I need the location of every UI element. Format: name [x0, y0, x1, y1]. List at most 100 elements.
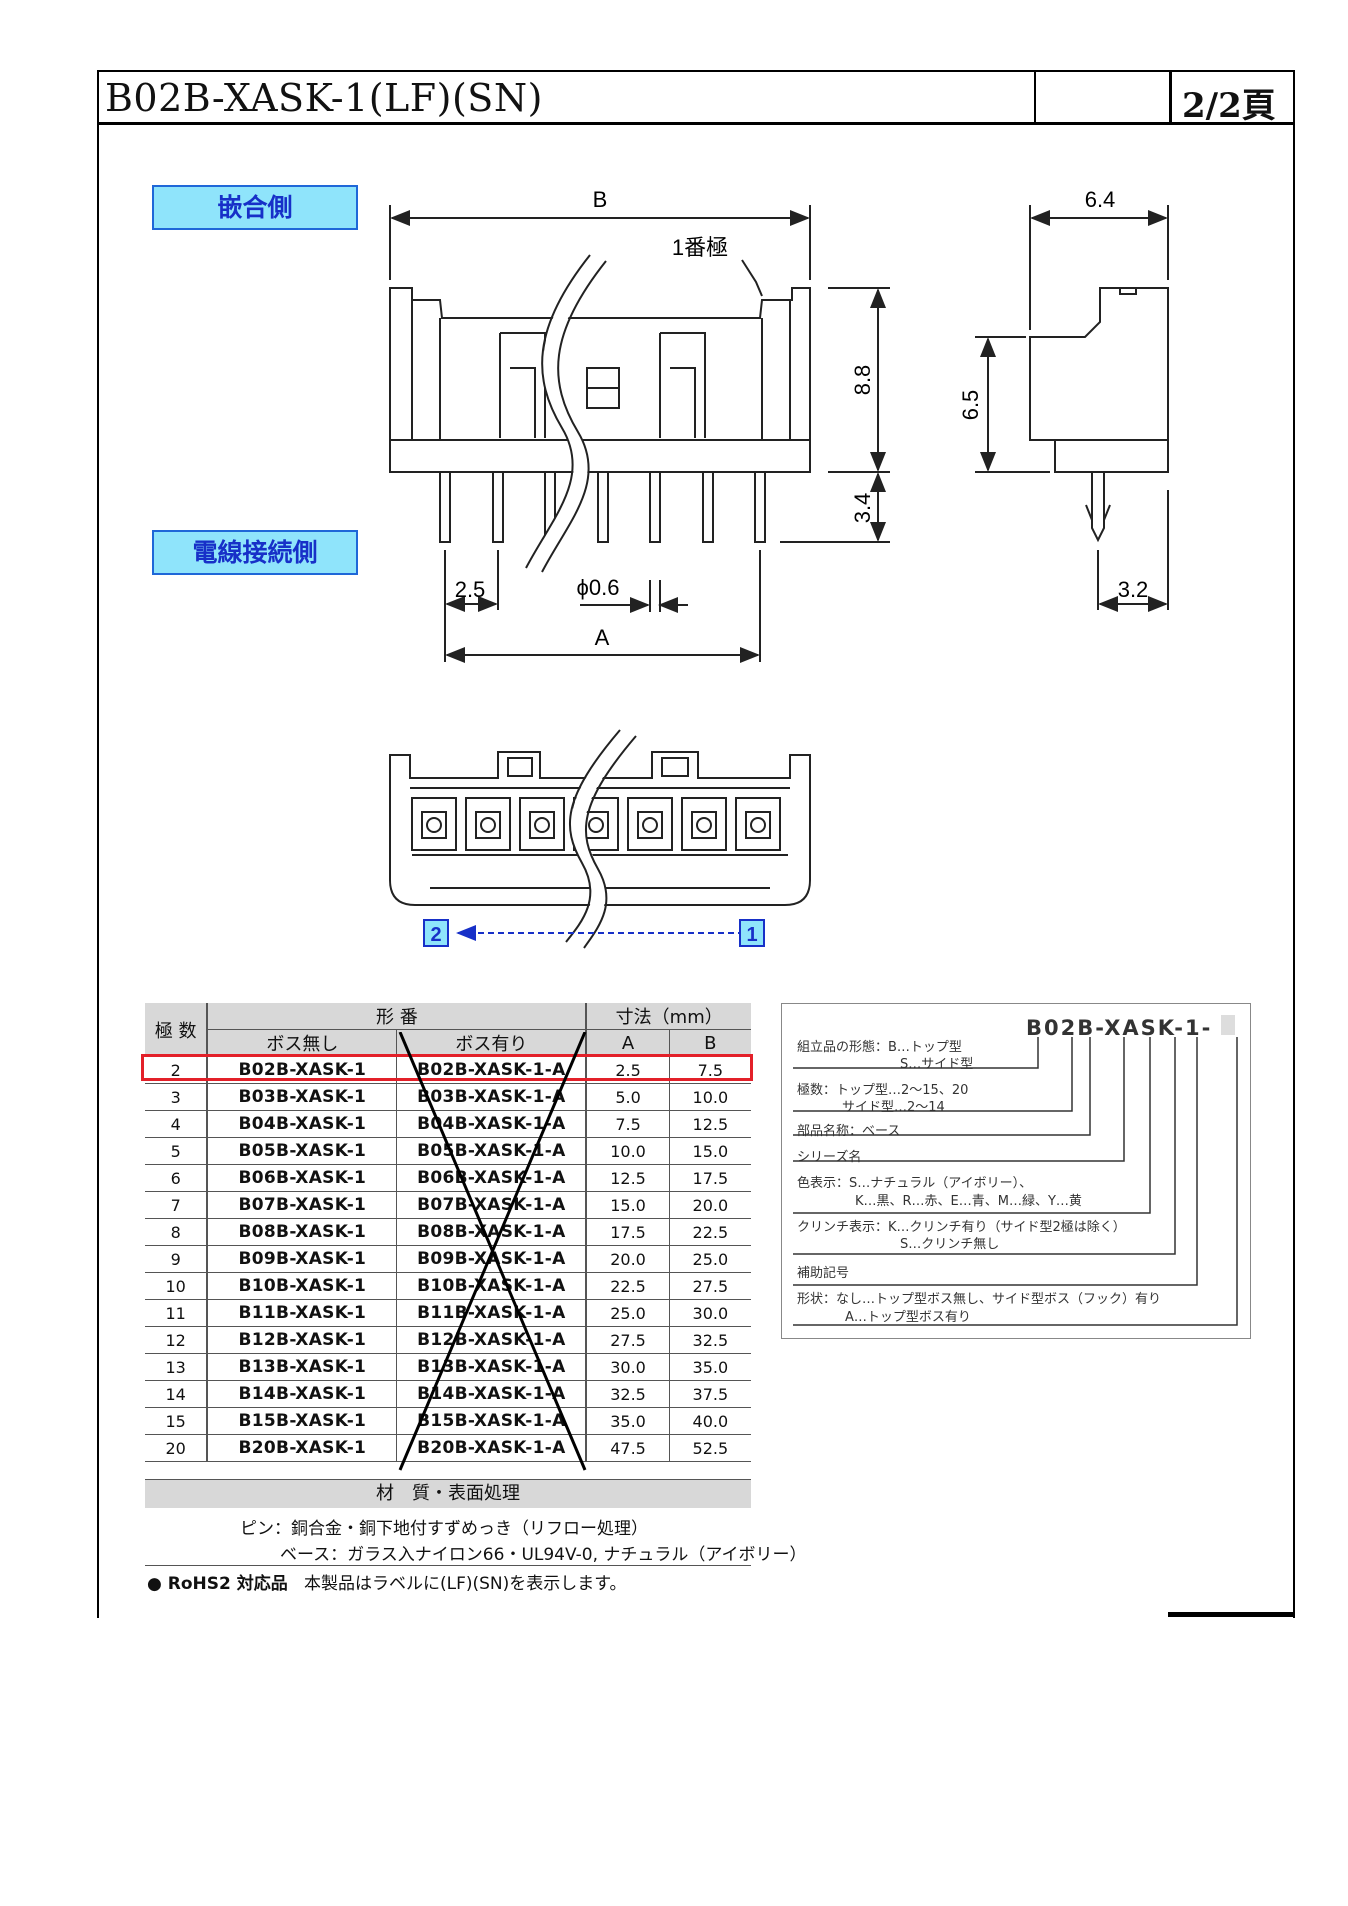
- code-line: 組立品の形態：B…トップ型: [797, 1040, 962, 1055]
- part-boss-cell: B06B-XASK-1-A: [396, 1164, 587, 1192]
- dim-32-label: 3.2: [1118, 577, 1149, 602]
- dim-b-cell: 10.0: [668, 1083, 751, 1111]
- dim-b-cell: 35.0: [668, 1353, 751, 1381]
- pole-count-cell: 15: [145, 1407, 208, 1435]
- pole-count-cell: 5: [145, 1137, 208, 1165]
- contact-cavity: [627, 797, 673, 851]
- dim-a-cell: 27.5: [585, 1326, 670, 1354]
- dim-65-label: 6.5: [958, 390, 983, 421]
- material-heading: 材 質・表面処理: [145, 1479, 751, 1508]
- contact-hole: [696, 817, 712, 833]
- contact-cavity: [465, 797, 511, 851]
- part-noboss-cell: B03B-XASK-1: [206, 1083, 397, 1111]
- contact-cavity: [681, 797, 727, 851]
- dim-b-cell: 37.5: [668, 1380, 751, 1408]
- contact-slot: [691, 811, 717, 839]
- pole-count-cell: 13: [145, 1353, 208, 1381]
- dim-a-cell: 22.5: [585, 1272, 670, 1300]
- part-noboss-cell: B05B-XASK-1: [206, 1137, 397, 1165]
- pole-count-cell: 20: [145, 1434, 208, 1462]
- header-divider: [1169, 72, 1172, 124]
- part-code-legend: [781, 1003, 1251, 1339]
- header-noboss: ボス無し: [206, 1029, 397, 1057]
- contact-slot: [637, 811, 663, 839]
- pole-count-cell: 10: [145, 1272, 208, 1300]
- dim-b-cell: 40.0: [668, 1407, 751, 1435]
- dim-a-label: A: [595, 625, 610, 650]
- mating-side-tag: 嵌合側: [152, 185, 358, 230]
- header-rule: [97, 123, 1295, 125]
- dim-88-label: 8.8: [850, 365, 875, 396]
- header-a: A: [585, 1029, 670, 1057]
- contact-cavity: [411, 797, 457, 851]
- pin-number-1: 1: [746, 924, 757, 946]
- contact-hole: [642, 817, 658, 833]
- part-code-leaders: [793, 1015, 1238, 1326]
- part-noboss-cell: B10B-XASK-1: [206, 1272, 397, 1300]
- dim-b-cell: 27.5: [668, 1272, 751, 1300]
- part-boss-cell: B15B-XASK-1-A: [396, 1407, 587, 1435]
- connector-drawing: B 1番極 8.8 3.4 2.5 ϕ0.6 A 6.4 6.5 3.2 2 1: [389, 187, 1169, 950]
- contact-slot: [421, 811, 447, 839]
- part-noboss-cell: B14B-XASK-1: [206, 1380, 397, 1408]
- header-poles: 極 数: [145, 1003, 208, 1057]
- dim-a-cell: 32.5: [585, 1380, 670, 1408]
- rohs-badge: ● RoHS2 対応品: [147, 1574, 288, 1594]
- dim-b-cell: 17.5: [668, 1164, 751, 1192]
- part-noboss-cell: B07B-XASK-1: [206, 1191, 397, 1219]
- dim-b-cell: 30.0: [668, 1299, 751, 1327]
- part-noboss-cell: B08B-XASK-1: [206, 1218, 397, 1246]
- pin1-label: 1番極: [672, 235, 728, 260]
- dim-a-cell: 20.0: [585, 1245, 670, 1273]
- pole-count-cell: 12: [145, 1326, 208, 1354]
- contact-hole: [588, 817, 604, 833]
- part-boss-cell: B13B-XASK-1-A: [396, 1353, 587, 1381]
- part-noboss-cell: B09B-XASK-1: [206, 1245, 397, 1273]
- code-line: S…クリンチ無し: [900, 1237, 1000, 1252]
- contact-cavity: [735, 797, 781, 851]
- obsolete-cross-mark: [398, 1032, 587, 1471]
- part-noboss-cell: B12B-XASK-1: [206, 1326, 397, 1354]
- dim-b-cell: 22.5: [668, 1218, 751, 1246]
- dim-a-cell: 47.5: [585, 1434, 670, 1462]
- header-divider: [1034, 72, 1036, 124]
- pole-count-cell: 11: [145, 1299, 208, 1327]
- part-boss-cell: B11B-XASK-1-A: [396, 1299, 587, 1327]
- part-boss-cell: B20B-XASK-1-A: [396, 1434, 587, 1462]
- contact-hole: [426, 817, 442, 833]
- part-boss-cell: B08B-XASK-1-A: [396, 1218, 587, 1246]
- part-boss-cell: B04B-XASK-1-A: [396, 1110, 587, 1138]
- rohs-text: 本製品はラベルに(LF)(SN)を表示します。: [303, 1574, 627, 1594]
- dim-b-cell: 52.5: [668, 1434, 751, 1462]
- dim-a-cell: 35.0: [585, 1407, 670, 1435]
- dim-a-cell: 15.0: [585, 1191, 670, 1219]
- dim-a-cell: 10.0: [585, 1137, 670, 1165]
- contact-slot: [529, 811, 555, 839]
- material-pin: ピン：銅合金・銅下地付すずめっき（リフロー処理）: [240, 1519, 648, 1539]
- part-boss-cell: B14B-XASK-1-A: [396, 1380, 587, 1408]
- dim-a-cell: 30.0: [585, 1353, 670, 1381]
- part-boss-cell: B05B-XASK-1-A: [396, 1137, 587, 1165]
- dim-a-cell: 7.5: [585, 1110, 670, 1138]
- highlight-row-box: [141, 1054, 753, 1081]
- contact-cavity: [519, 797, 565, 851]
- header-boss: ボス有り: [396, 1029, 587, 1057]
- pole-count-cell: 14: [145, 1380, 208, 1408]
- footer-rule: [1168, 1612, 1294, 1617]
- pole-count-cell: 4: [145, 1110, 208, 1138]
- document-title: B02B-XASK-1(LF)(SN): [105, 76, 543, 120]
- code-line: A…トップ型ボス有り: [845, 1310, 971, 1325]
- header-b: B: [668, 1029, 751, 1057]
- part-code-title: B02B-XASK-1-: [1026, 1016, 1213, 1040]
- pin-number-2: 2: [430, 924, 441, 946]
- part-noboss-cell: B11B-XASK-1: [206, 1299, 397, 1327]
- wire-side-tag: 電線接続側: [152, 530, 358, 575]
- dim-25-label: 2.5: [455, 577, 486, 602]
